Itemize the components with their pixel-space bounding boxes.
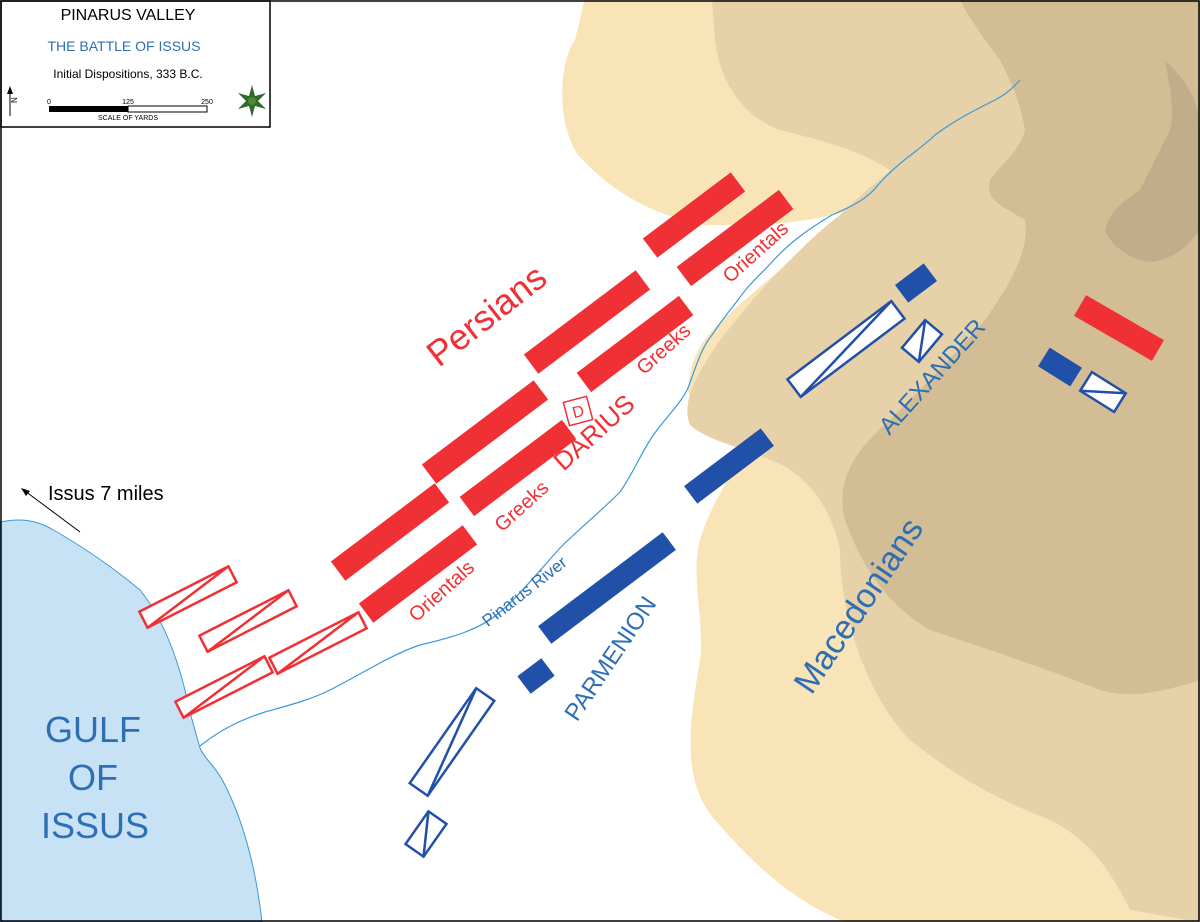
persian-unit xyxy=(459,419,577,517)
svg-text:OF: OF xyxy=(68,757,118,798)
macedonian-unit xyxy=(538,532,676,644)
persian-unit xyxy=(642,172,746,258)
macedonian-unit xyxy=(517,658,555,694)
persian-reserve-unit xyxy=(1074,295,1164,361)
svg-text:0: 0 xyxy=(47,99,51,106)
svg-text:D: D xyxy=(571,403,587,422)
scale-bar: 0 125 250 SCALE OF YARDS xyxy=(47,99,213,122)
persian-cavalry-unit xyxy=(137,564,239,630)
persian-unit xyxy=(676,189,794,287)
svg-text:125: 125 xyxy=(122,99,134,106)
map-title: PINARUS VALLEY xyxy=(61,7,196,24)
persian-unit xyxy=(523,270,651,374)
macedonian-reserve-unit xyxy=(1038,347,1082,387)
persian-cavalry-unit xyxy=(173,654,275,720)
map-subtitle: THE BATTLE OF ISSUS xyxy=(48,38,201,54)
macedonian-cavalry-unit xyxy=(900,318,944,364)
persian-unit xyxy=(358,525,478,623)
svg-text:GULF: GULF xyxy=(45,709,141,750)
thessalian-cavalry-unit xyxy=(407,686,497,798)
macedonian-cavalry-unit xyxy=(403,809,449,859)
svg-text:250: 250 xyxy=(201,99,213,106)
gulf-water xyxy=(0,519,263,922)
companion-cavalry-unit xyxy=(785,299,907,399)
macedonian-unit xyxy=(684,428,774,504)
persian-cavalry-unit xyxy=(197,588,299,654)
mountain-zone xyxy=(842,0,1200,695)
persian-units xyxy=(330,172,1164,623)
north-arrow-icon: N xyxy=(7,86,19,116)
persian-unit xyxy=(330,483,450,581)
svg-text:SCALE OF YARDS: SCALE OF YARDS xyxy=(98,115,158,122)
macedonian-outline-units xyxy=(403,299,1128,859)
issus-distance-label: Issus 7 miles xyxy=(48,483,164,505)
issus-direction-arrow-icon xyxy=(21,488,81,533)
persian-unit xyxy=(421,380,549,484)
pinarus-river xyxy=(199,79,1021,747)
macedonian-units xyxy=(517,263,1082,694)
svg-text:N: N xyxy=(10,97,19,103)
persian-unit xyxy=(576,295,694,393)
macedonian-unit xyxy=(895,263,937,303)
persian-outline-units xyxy=(137,564,369,720)
department-seal-icon xyxy=(238,85,266,117)
mountain-peak-zone xyxy=(1105,60,1200,262)
gulf-label: GULF OF ISSUS xyxy=(41,709,149,846)
svg-text:ISSUS: ISSUS xyxy=(41,805,149,846)
map-caption: Initial Dispositions, 333 B.C. xyxy=(53,67,202,81)
macedonian-reserve-cavalry-unit xyxy=(1078,370,1128,414)
persian-cavalry-unit xyxy=(267,610,369,676)
title-box: PINARUS VALLEY THE BATTLE OF ISSUS Initi… xyxy=(0,0,271,128)
darius-marker: D xyxy=(562,395,594,427)
